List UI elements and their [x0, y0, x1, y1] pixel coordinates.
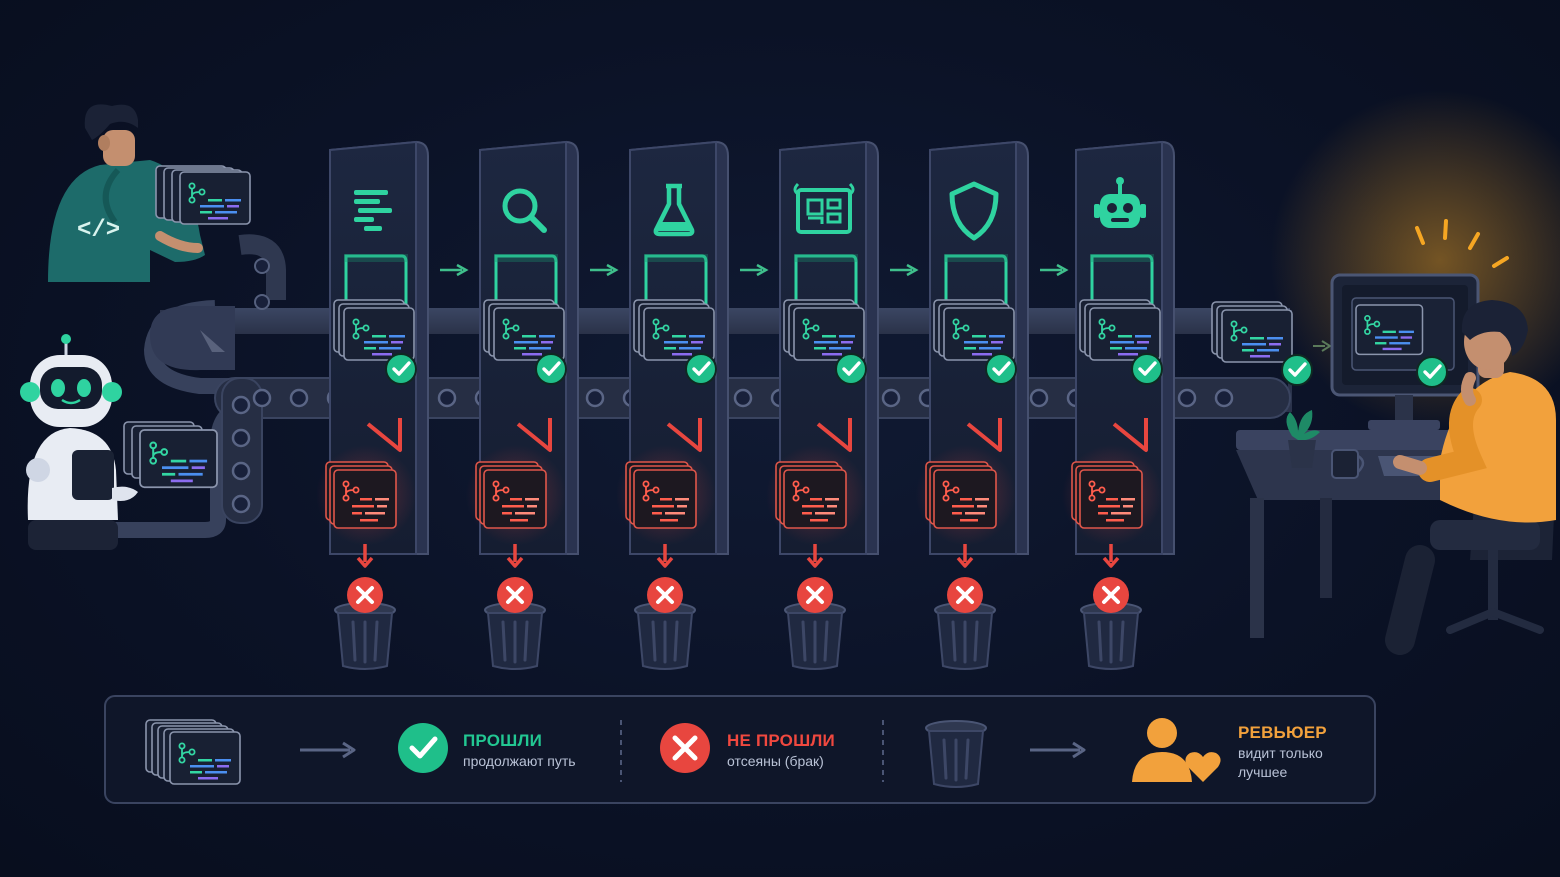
rejected-pr-stack — [476, 462, 546, 528]
legend-reviewer-icon — [1132, 718, 1221, 782]
review-gate-4 — [766, 140, 919, 671]
legend-x-icon — [660, 723, 710, 773]
review-gate-5 — [916, 140, 1069, 671]
reviewer-workstation — [1236, 219, 1556, 655]
shield-icon — [949, 181, 999, 241]
check-icon — [1130, 352, 1164, 386]
reject-x-icon — [345, 575, 385, 615]
flow-arrow-icon — [740, 263, 769, 277]
reject-x-icon — [645, 575, 685, 615]
rejected-pr-stack — [776, 462, 846, 528]
legend-pr-stack-icon — [145, 719, 241, 785]
flask-icon — [653, 183, 695, 237]
legend-reviewer-subtitle-1: видит только — [1238, 745, 1323, 761]
roller — [585, 388, 605, 408]
developer-pr-stack — [155, 165, 251, 225]
pr-stack — [934, 300, 1014, 360]
review-gate-6 — [1062, 140, 1175, 671]
roller — [289, 388, 309, 408]
check-icon — [984, 352, 1018, 386]
pr-stack — [334, 300, 414, 360]
check-icon — [384, 352, 418, 386]
check-icon — [834, 352, 868, 386]
flow-arrow-icon — [890, 263, 919, 277]
monitor-check-icon — [1415, 355, 1449, 389]
legend-arrow-icon — [1030, 741, 1086, 759]
legend-check-icon — [398, 723, 448, 773]
legend-panel — [104, 695, 1376, 804]
roller — [1177, 388, 1197, 408]
rejected-pr-stack — [326, 462, 396, 528]
approved-pr-stack — [1212, 302, 1292, 362]
legend-trash-icon — [924, 719, 988, 789]
flow-arrow-icon — [590, 263, 619, 277]
reject-x-icon — [1091, 575, 1131, 615]
rejected-pr-stack — [926, 462, 996, 528]
legend-reviewer-title: РЕВЬЮЕР — [1238, 723, 1327, 742]
review-gate-1 — [316, 140, 469, 671]
flow-arrow-icon — [440, 263, 469, 277]
reject-x-icon — [945, 575, 985, 615]
svg-text:</>: </> — [77, 217, 120, 244]
blueprint-icon — [793, 182, 855, 234]
check-icon — [534, 352, 568, 386]
roller — [881, 388, 901, 408]
roller — [231, 428, 251, 448]
reject-x-icon — [795, 575, 835, 615]
reject-x-icon — [495, 575, 535, 615]
flow-arrow-icon — [1040, 263, 1069, 277]
review-gate-3 — [616, 140, 769, 671]
document-lines-icon — [354, 190, 392, 231]
review-gate-2 — [466, 140, 619, 671]
roller — [1214, 388, 1234, 408]
pr-stack — [484, 300, 564, 360]
legend-passed-subtitle: продолжают путь — [463, 753, 576, 769]
roller — [231, 461, 251, 481]
robot-pr-stack — [123, 421, 218, 489]
pr-stack — [784, 300, 864, 360]
roller — [231, 395, 251, 415]
magnifier-icon — [502, 188, 547, 233]
roller — [1029, 388, 1049, 408]
legend-arrow-icon — [300, 741, 356, 759]
final-check-icon — [1280, 353, 1314, 387]
robot-icon — [1094, 177, 1146, 228]
rejected-pr-stack — [1072, 462, 1142, 528]
spark-icon — [1415, 219, 1509, 268]
check-icon — [684, 352, 718, 386]
pr-stack — [634, 300, 714, 360]
roller — [252, 388, 272, 408]
ai-robot-figure — [20, 334, 138, 550]
legend-reviewer-subtitle-2: лучшее — [1238, 764, 1288, 780]
legend-failed-subtitle: отсеяны (брак) — [727, 753, 824, 769]
rejected-pr-stack — [626, 462, 696, 528]
pr-stack — [1080, 300, 1160, 360]
roller — [733, 388, 753, 408]
roller — [231, 494, 251, 514]
review-gates — [316, 140, 1175, 671]
legend-passed-title: ПРОШЛИ — [463, 731, 542, 750]
roller — [437, 388, 457, 408]
legend-failed-title: НЕ ПРОШЛИ — [727, 731, 835, 750]
